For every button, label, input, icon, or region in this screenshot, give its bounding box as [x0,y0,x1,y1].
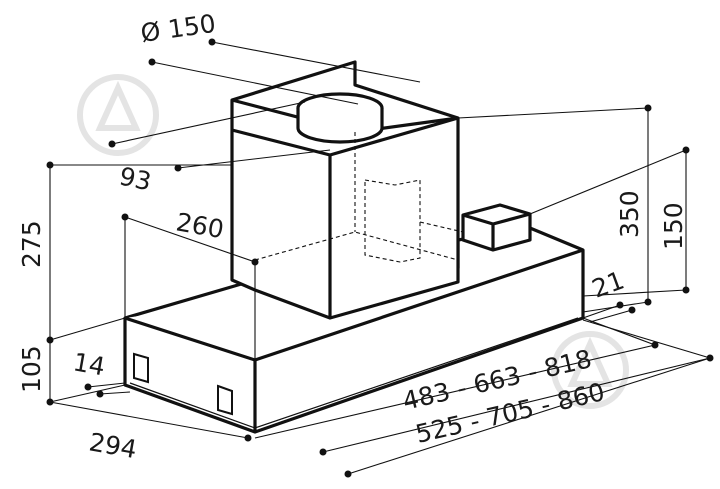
watermark-logo-top-left [77,74,159,156]
dim-21 [582,301,636,323]
label-offset-93: 93 [117,162,154,197]
label-depth-260: 260 [174,207,226,244]
watermark-logo-bottom-right [551,331,629,409]
label-height-150: 150 [659,202,688,250]
hidden-lines [254,132,464,263]
dim-294 [49,401,252,442]
dim-260 [121,213,259,360]
label-offset-21: 21 [588,266,628,304]
label-depth-294: 294 [87,427,139,464]
label-height-275: 275 [17,220,46,268]
label-duct-diameter: Ø 150 [139,9,218,48]
label-height-105: 105 [17,345,46,393]
dim-14 [84,382,131,398]
label-offset-14: 14 [71,347,107,381]
side-outlet [461,203,532,252]
control-switch-right [217,384,233,416]
dim-widths [254,317,714,478]
dim-duct-diameter [148,38,421,105]
dim-275-105-vertical [46,161,232,406]
motor-housing [230,60,460,320]
label-height-350: 350 [615,190,644,238]
control-switch-left [133,352,149,384]
